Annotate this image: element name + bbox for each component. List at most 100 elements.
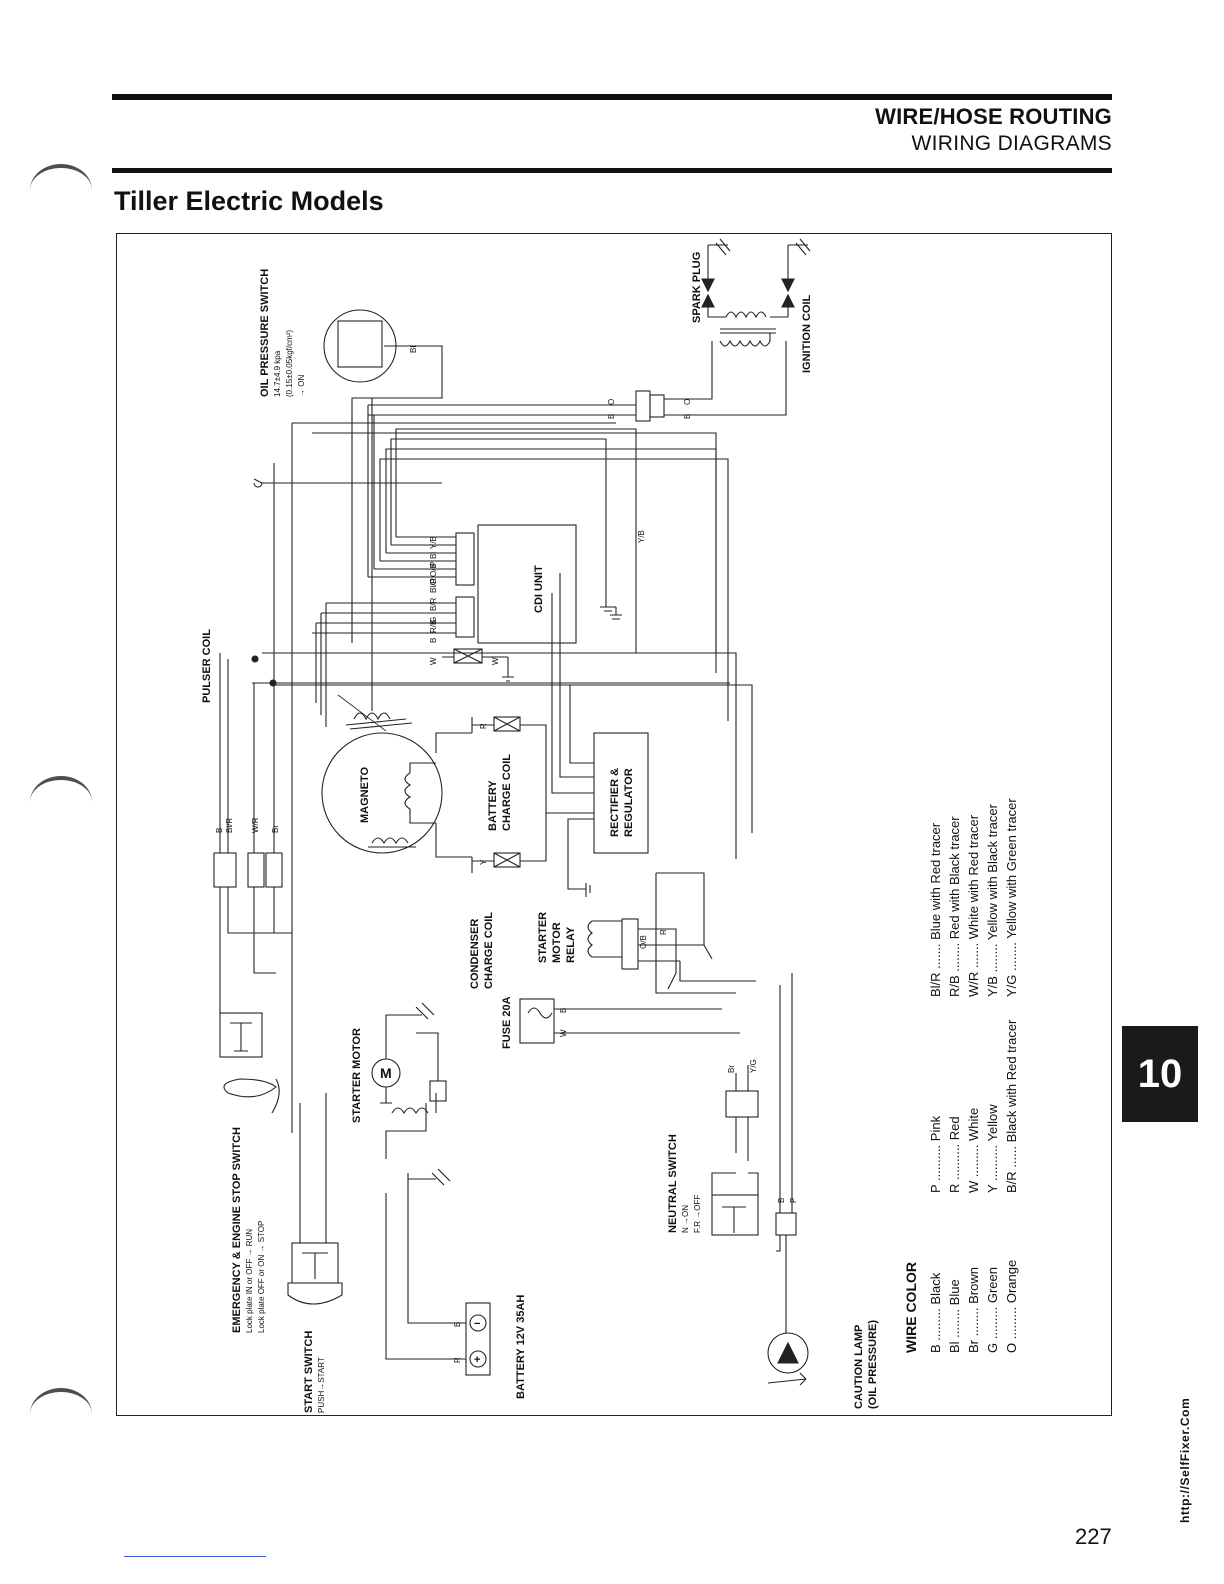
ignition-coil-label: IGNITION COIL (801, 295, 813, 374)
magneto-symbol (321, 732, 443, 854)
wire-label: B (683, 414, 692, 419)
wire-color-title: WIRE COLOR (903, 1262, 919, 1353)
stop-switch-run: Lock plate IN or OFF → RUN (245, 1229, 254, 1333)
wire-label: Y/B (637, 530, 646, 543)
spark-plug-symbol (707, 238, 731, 291)
wire-label: Y/G (749, 1059, 758, 1073)
legend-entry: Y .......... Yellow (985, 1104, 1000, 1193)
footer-line (124, 1556, 266, 1557)
legend-entry: B/R ...... Black with Red tracer (1004, 1019, 1019, 1193)
rectifier-regulator-symbol (593, 732, 649, 854)
wire-label: R (453, 1357, 462, 1363)
wire-label: B (607, 414, 616, 419)
legend-entry: B ......... Black (928, 1272, 943, 1353)
pulser-coil-label: PULSER COIL (201, 629, 213, 703)
wire-label: Bl (409, 346, 418, 353)
battery-minus: − (474, 1318, 480, 1330)
rectifier-label-2: REGULATOR (623, 768, 635, 837)
legend-entry: W/R ....... White with Red tracer (966, 814, 981, 997)
ignition-coil-symbol (707, 307, 789, 318)
wire-label: Y (479, 859, 488, 865)
start-switch-push: PUSH→START (317, 1357, 326, 1413)
diagram-frame (116, 233, 1112, 1416)
oil-pressure-spec: 14.7±4.9 kpa (273, 350, 282, 397)
start-switch-label: START SWITCH (303, 1331, 315, 1413)
wire-label: O/B (639, 935, 648, 949)
motor-m-glyph: M (380, 1065, 392, 1081)
binder-hole (30, 776, 92, 828)
stop-switch-label: EMERGENCY & ENGINE STOP SWITCH (231, 1127, 243, 1333)
wire-label: W (559, 1029, 568, 1037)
wire-label: P (429, 562, 438, 567)
battery-plus: + (474, 1354, 480, 1366)
condenser-charge-coil-label: CONDENSER (469, 919, 481, 989)
condenser-charge-coil-label-2: CHARGE COIL (483, 912, 495, 989)
legend-entry: Br ........ Brown (966, 1267, 981, 1353)
legend-entry: Bl ........ Blue (947, 1279, 962, 1353)
wire-label: R (479, 723, 488, 729)
wire-label: Y/B (429, 536, 438, 549)
starter-relay-label-3: RELAY (565, 926, 577, 963)
legend-entry: R/B ........ Red with Black tracer (947, 816, 962, 997)
neutral-switch-symbol (725, 1090, 759, 1118)
neutral-switch-fr: F.R →OFF (693, 1195, 702, 1233)
wire-label: B/R (429, 597, 438, 611)
fuse-label: FUSE 20A (501, 996, 513, 1049)
wire-label: O/B (429, 563, 438, 577)
rectifier-label: RECTIFIER & (609, 768, 621, 837)
cdi-unit-label: CDI UNIT (533, 565, 545, 613)
wire-label: G (429, 617, 438, 623)
subsection-title: WIRING DIAGRAMS (911, 132, 1112, 155)
wire-label: Bl/R (225, 818, 234, 833)
page-number: 227 (1075, 1524, 1112, 1549)
section-title: WIRE/HOSE ROUTING (875, 104, 1112, 129)
oil-pressure-spec-alt: (0.15±0.05kgf/cm²) (285, 330, 294, 397)
wire-label: W/R (251, 817, 260, 833)
wire-label: R/B (429, 620, 438, 633)
starter-motor-label: STARTER MOTOR (351, 1028, 363, 1123)
watermark-url: http://SelfFixer.Com (1178, 1397, 1192, 1523)
binder-hole (30, 164, 92, 216)
chapter-tab: 10 (1122, 1026, 1198, 1122)
legend-entry: P .......... Pink (928, 1115, 943, 1193)
wire-label: R (659, 929, 668, 935)
oil-pressure-switch-label: OIL PRESSURE SWITCH (259, 269, 271, 397)
wiring-diagram: OIL PRESSURE SWITCH 14.7±4.9 kpa (0.15±0… (201, 238, 1019, 1413)
legend-entry: R .......... Red (947, 1116, 962, 1193)
wire-label: Bl/R (429, 578, 438, 593)
wire-label: Br (727, 1065, 736, 1073)
wire-label: B (429, 638, 438, 643)
top-rule (112, 94, 1112, 100)
wire-label: O (607, 399, 616, 405)
wire-label: O (429, 579, 438, 585)
legend-entry: Bl/R ....... Blue with Red tracer (928, 822, 943, 997)
wire-label: Bl (429, 552, 438, 559)
cdi-unit-symbol (477, 524, 577, 644)
stop-switch-stop: Lock plate OFF or ON → STOP (257, 1221, 266, 1333)
battery-symbol (465, 1302, 491, 1376)
caution-lamp-label: CAUTION LAMP (853, 1325, 865, 1409)
wire-label: B (215, 828, 224, 833)
caution-lamp-label-2: (OIL PRESSURE) (867, 1320, 879, 1409)
starter-relay-symbol (621, 918, 639, 970)
legend-entry: O ......... Orange (1004, 1260, 1019, 1353)
stop-switch-symbol (219, 1012, 263, 1058)
wire-label: B (453, 1322, 462, 1327)
legend-entry: W ......... White (966, 1108, 981, 1193)
battery-label: BATTERY 12V 35AH (515, 1295, 527, 1399)
spark-plug-label: SPARK PLUG (691, 252, 703, 323)
fuse-symbol (519, 998, 555, 1044)
starter-relay-label: STARTER (537, 912, 549, 963)
binder-hole (30, 1388, 92, 1440)
wire-label: Br (271, 825, 280, 833)
magneto-label: MAGNETO (359, 767, 371, 823)
wire-label: P (789, 1198, 798, 1203)
wire-label: B (777, 1198, 786, 1203)
caution-lamp-symbol (767, 1332, 809, 1374)
legend-entry: Y/B ........ Yellow with Black tracer (985, 803, 1000, 997)
wire-label: W (429, 657, 438, 665)
wire-label: W (491, 657, 500, 665)
header-rule (112, 168, 1112, 173)
neutral-switch-label: NEUTRAL SWITCH (667, 1134, 679, 1233)
legend-entry: Y/G ........ Yellow with Green tracer (1004, 798, 1019, 997)
